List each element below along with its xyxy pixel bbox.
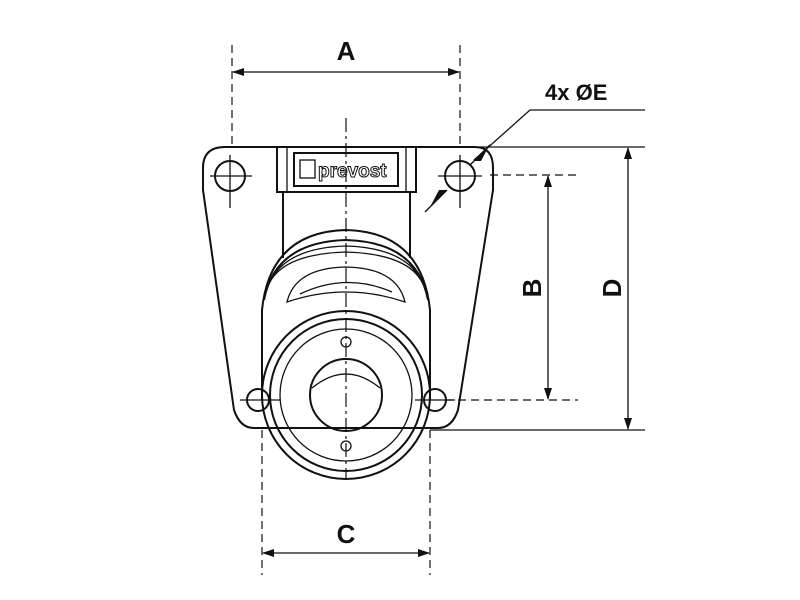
dimension-b: B <box>517 175 552 400</box>
dimension-e-label: 4x ØE <box>545 80 607 105</box>
arrowhead-icon <box>430 190 447 207</box>
dimension-b-label: B <box>517 279 547 298</box>
extension-lines <box>231 45 645 575</box>
logo-mark-icon <box>299 159 316 179</box>
brand-logo: prevost <box>318 161 387 182</box>
arrowhead-icon <box>473 144 490 161</box>
dimension-c: C <box>262 519 430 557</box>
dimension-e: 4x ØE <box>424 80 645 213</box>
dimension-a: A <box>232 36 460 76</box>
dimension-d: D <box>597 147 632 430</box>
logo-block: prevost <box>276 146 417 258</box>
dimension-d-label: D <box>597 279 627 298</box>
dimension-c-label: C <box>337 519 356 549</box>
dimension-a-label: A <box>337 36 356 66</box>
centerlines <box>210 118 482 480</box>
mounting-plate <box>202 146 494 429</box>
